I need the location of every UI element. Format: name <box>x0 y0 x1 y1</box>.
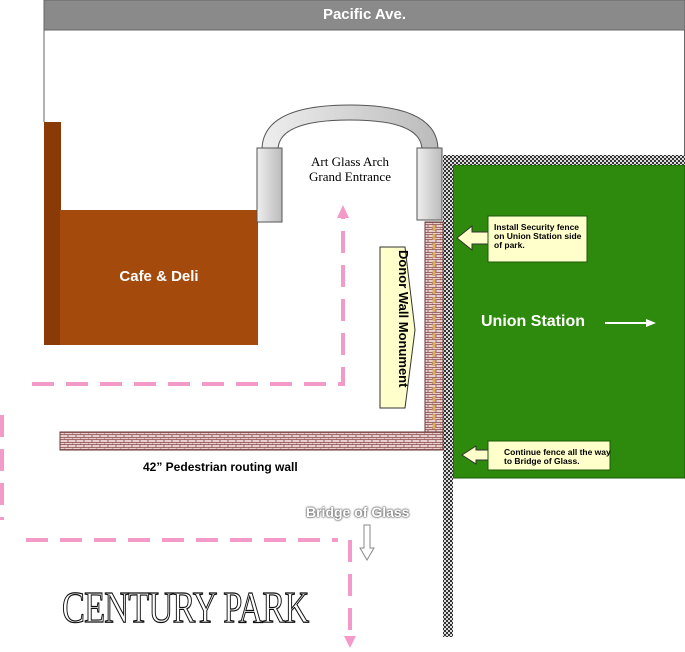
arch-left-pillar <box>256 147 283 223</box>
cafe-building <box>60 210 258 345</box>
callout-line: of park. <box>494 240 525 250</box>
callout-line: Install Security fence <box>494 222 580 232</box>
bridge-of-glass-label: Bridge of Glass <box>306 504 410 520</box>
routing-wall-label: 42” Pedestrian routing wall <box>143 460 298 474</box>
security-fence <box>443 155 453 637</box>
arch-label: Art Glass Arch Grand Entrance <box>290 154 410 184</box>
callout-text-1: Install Security fence on Union Station … <box>494 223 581 250</box>
pedestrian-path <box>0 215 352 638</box>
callout-line: Continue fence all the way <box>504 447 611 457</box>
pedestrian-routing-wall <box>59 431 444 451</box>
donor-wall-monument <box>379 246 416 409</box>
callout-line: on Union Station side <box>494 231 582 241</box>
century-park-label: CENTURY PARK <box>62 582 310 632</box>
union-station-label: Union Station <box>481 313 585 330</box>
security-fence-top <box>443 155 685 165</box>
arch-label-line: Art Glass Arch <box>311 154 389 169</box>
art-glass-arch <box>261 104 439 151</box>
pacific-ave-street <box>43 0 685 31</box>
path-arrow-down-icon <box>344 636 356 648</box>
bridge-arrow-down-icon <box>359 524 375 561</box>
street-label: Pacific Ave. <box>322 6 407 23</box>
callout-box-1 <box>487 215 588 263</box>
arch-right-pillar <box>416 147 443 221</box>
callout-box-2 <box>487 440 611 471</box>
cafe-label: Cafe & Deli <box>119 268 199 285</box>
callout-line: to Bridge of Glass. <box>504 456 580 466</box>
arch-label-line: Grand Entrance <box>309 169 391 184</box>
callout-text-2: Continue fence all the way to Bridge of … <box>504 448 611 466</box>
cafe-building-strip <box>44 122 61 345</box>
path-arrow-up-icon <box>337 205 349 218</box>
donor-wall-label: Donor Wall Monument <box>396 250 411 388</box>
